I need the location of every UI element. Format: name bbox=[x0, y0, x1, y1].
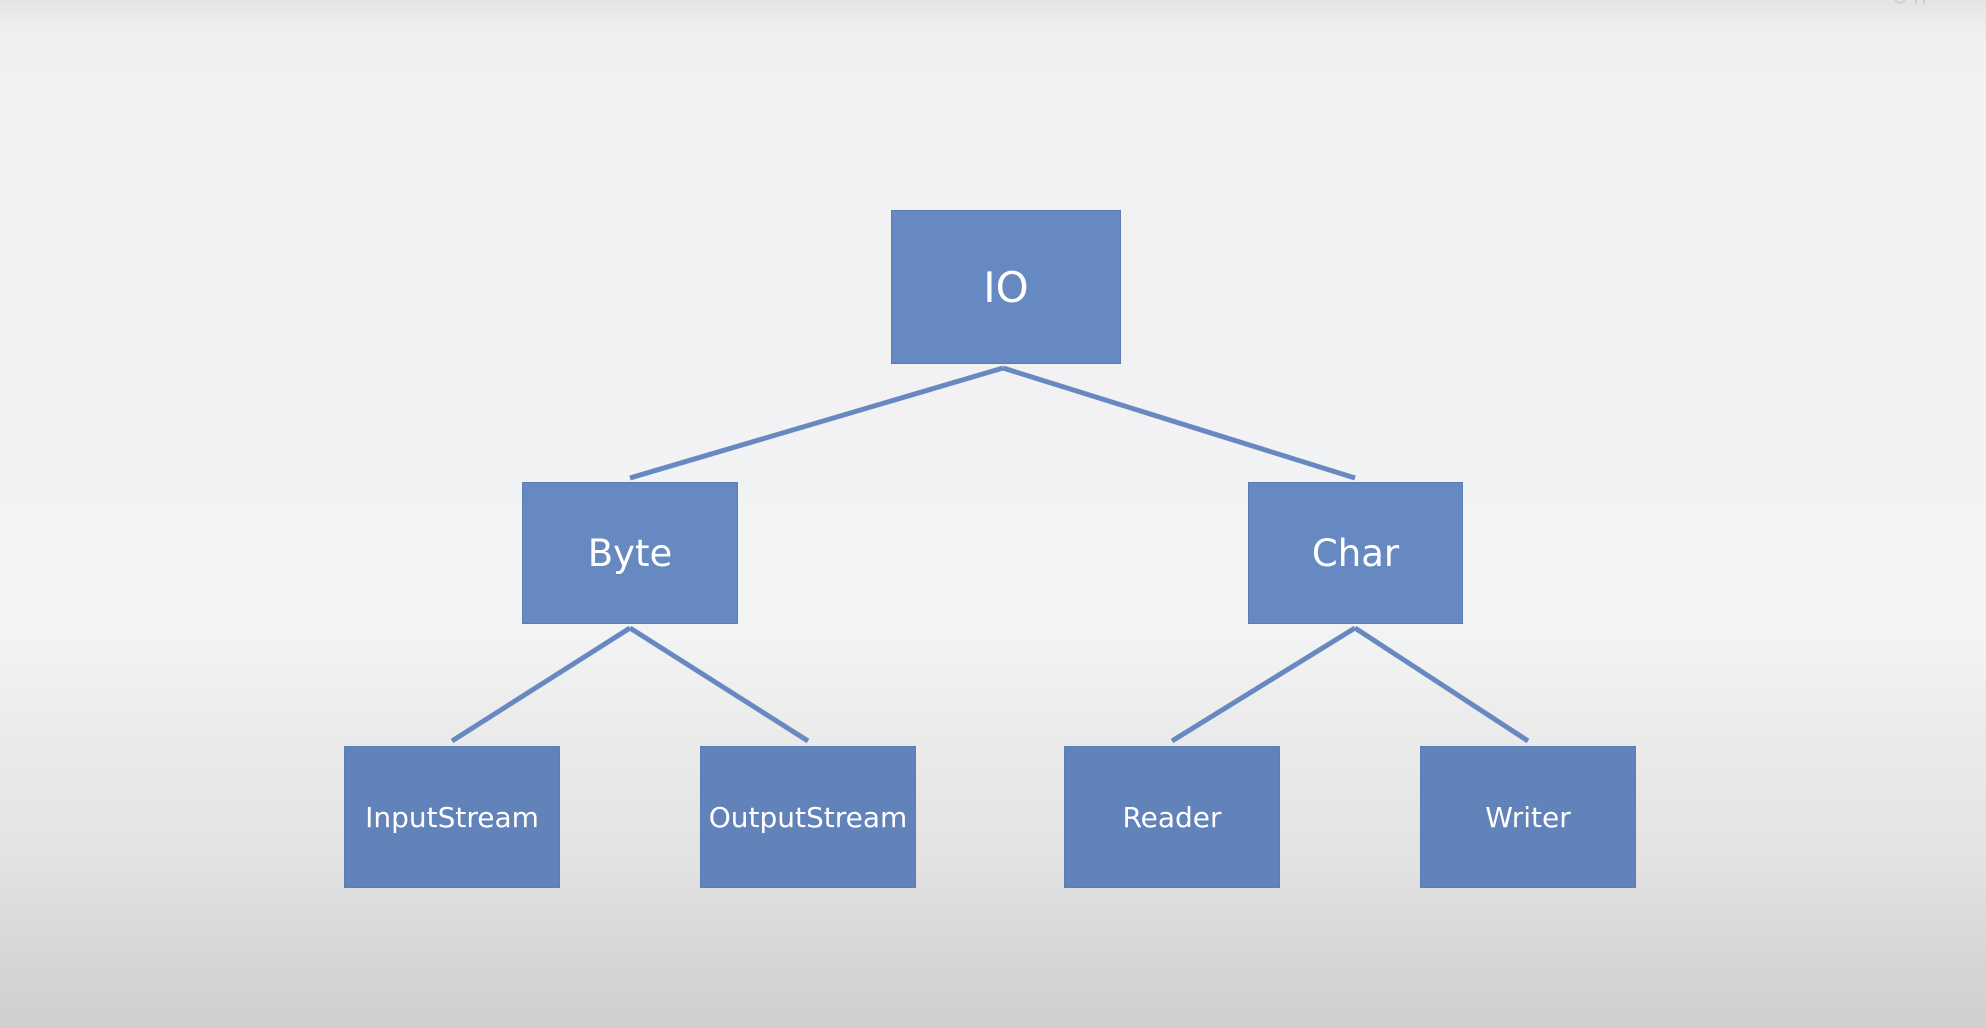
node-io: IO bbox=[891, 210, 1121, 364]
node-writer-label: Writer bbox=[1485, 800, 1571, 834]
node-writer: Writer bbox=[1420, 746, 1636, 888]
node-io-label: IO bbox=[983, 262, 1029, 312]
node-inputstream-label: InputStream bbox=[365, 800, 539, 834]
node-char-label: Char bbox=[1311, 531, 1400, 575]
edge-byte-inputstream bbox=[450, 625, 632, 744]
node-outputstream: OutputStream bbox=[700, 746, 916, 888]
edge-io-char bbox=[1002, 365, 1356, 481]
node-reader-label: Reader bbox=[1122, 800, 1222, 834]
node-char: Char bbox=[1248, 482, 1463, 624]
edge-char-reader bbox=[1170, 625, 1357, 744]
node-reader: Reader bbox=[1064, 746, 1280, 888]
node-inputstream: InputStream bbox=[344, 746, 560, 888]
node-byte: Byte bbox=[522, 482, 738, 624]
node-outputstream-label: OutputStream bbox=[708, 800, 908, 834]
edge-io-byte bbox=[629, 365, 1004, 481]
edge-byte-outputstream bbox=[628, 625, 810, 744]
corner-watermark-mark bbox=[1894, 0, 1925, 4]
node-byte-label: Byte bbox=[587, 531, 673, 575]
edge-char-writer bbox=[1353, 625, 1530, 744]
